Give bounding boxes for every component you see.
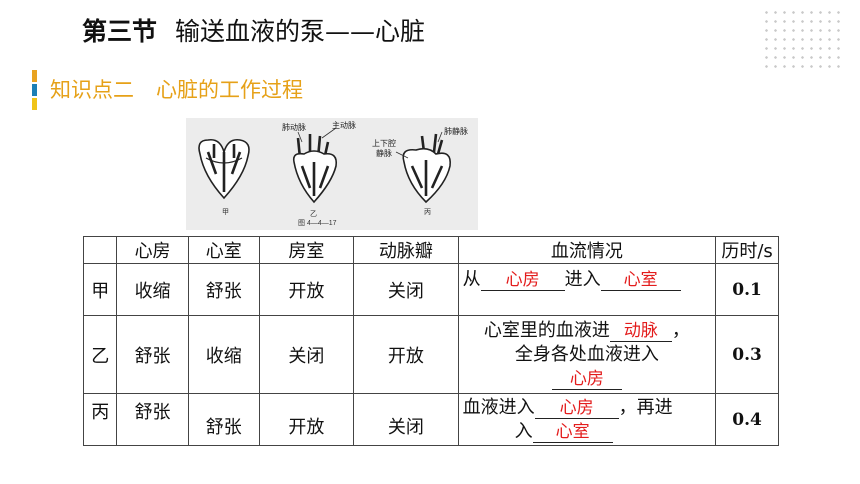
answer-blank: 心室 bbox=[600, 270, 681, 291]
flow-text: ， bbox=[671, 319, 690, 341]
label-vena-cava-line2: 静脉 bbox=[376, 148, 392, 158]
stage-cell: 丙 bbox=[82, 393, 118, 446]
knowledge-point-number: 知识点二 bbox=[50, 78, 134, 102]
arterial-valve-cell: 关闭 bbox=[353, 263, 459, 316]
av-valve-cell: 开放 bbox=[258, 393, 355, 446]
table-row: 乙 舒张 收缩 关闭 开放 心室里的血液进动脉， 全身各处血液进入 心房 0.3 bbox=[82, 315, 779, 394]
stage-cell: 甲 bbox=[82, 263, 118, 316]
duration-cell: 0.4 bbox=[715, 393, 779, 446]
heart-diagram-jia bbox=[198, 138, 250, 200]
duration-cell: 0.3 bbox=[715, 315, 779, 394]
header-cell: 历时/s bbox=[715, 236, 779, 264]
accent-bar-yellow bbox=[32, 98, 37, 110]
flow-text: 进入 bbox=[564, 269, 601, 290]
duration-cell: 0.1 bbox=[715, 263, 779, 316]
accent-bar-orange bbox=[32, 70, 37, 82]
answer-blank: 心室 bbox=[532, 422, 613, 443]
heart-diagram-yi bbox=[292, 134, 338, 204]
arterial-valve-cell: 开放 bbox=[353, 315, 459, 394]
ventricle-cell: 舒张 bbox=[187, 263, 260, 316]
label-pulmonary-vein: 肺静脉 bbox=[444, 126, 468, 136]
header-cell: 心室 bbox=[187, 236, 260, 264]
blood-flow-cell: 从心房进入心室 bbox=[457, 263, 717, 316]
label-bing: 丙 bbox=[424, 208, 431, 216]
label-jia: 甲 bbox=[222, 208, 229, 216]
label-aorta: 主动脉 bbox=[332, 120, 356, 130]
blood-flow-cell: 心室里的血液进动脉， 全身各处血液进入 心房 bbox=[457, 315, 717, 394]
dot-pattern-decoration bbox=[762, 8, 842, 68]
figure-caption: 图 4—4—17 bbox=[298, 219, 337, 227]
atrium-cell: 舒张 bbox=[116, 315, 189, 394]
header-cell: 房室 bbox=[258, 236, 355, 264]
heart-cycle-table: 心房 心室 房室 动脉瓣 血流情况 历时/s 甲 收缩 舒张 开放 关闭 从心房… bbox=[82, 236, 779, 446]
header-cell: 心房 bbox=[116, 236, 189, 264]
section-number: 第三节 bbox=[82, 17, 158, 46]
flow-text: 从 bbox=[462, 269, 481, 290]
page-title: 第三节 输送血液的泵——心脏 bbox=[82, 10, 425, 50]
atrium-cell: 舒张 bbox=[116, 393, 189, 446]
label-pulmonary-artery: 肺动脉 bbox=[282, 122, 306, 132]
stage-cell: 乙 bbox=[82, 315, 118, 394]
ventricle-cell: 舒张 bbox=[187, 393, 260, 446]
label-yi: 乙 bbox=[310, 210, 317, 218]
accent-bar-blue bbox=[32, 84, 37, 96]
flow-text: 心室里的血液进 bbox=[483, 319, 610, 341]
arterial-valve-cell: 关闭 bbox=[353, 393, 459, 446]
flow-text: 入 bbox=[514, 420, 533, 442]
table-row: 甲 收缩 舒张 开放 关闭 从心房进入心室 0.1 bbox=[82, 263, 779, 316]
flow-text: 全身各处血液进入 bbox=[514, 343, 659, 365]
answer-blank: 动脉 bbox=[609, 321, 672, 342]
header-cell bbox=[82, 236, 118, 264]
answer-blank: 心房 bbox=[551, 369, 622, 390]
header-cell: 动脉瓣 bbox=[353, 236, 459, 264]
ventricle-cell: 收缩 bbox=[187, 315, 260, 394]
heart-diagram-bing bbox=[402, 133, 452, 204]
knowledge-point-heading: 知识点二心脏的工作过程 bbox=[50, 74, 303, 104]
av-valve-cell: 开放 bbox=[258, 263, 355, 316]
blood-flow-cell: 血液进入心房，再进 入心室 bbox=[457, 393, 717, 446]
flow-text: 血液进入 bbox=[462, 396, 535, 418]
knowledge-point-title: 心脏的工作过程 bbox=[156, 78, 303, 102]
answer-blank: 心房 bbox=[534, 398, 619, 419]
header-cell: 血流情况 bbox=[457, 236, 717, 264]
table-row: 丙 舒张 舒张 开放 关闭 血液进入心房，再进 入心室 0.4 bbox=[82, 393, 779, 446]
atrium-cell: 收缩 bbox=[116, 263, 189, 316]
table-header-row: 心房 心室 房室 动脉瓣 血流情况 历时/s bbox=[82, 236, 779, 264]
flow-text: ，再进 bbox=[618, 396, 673, 418]
answer-blank: 心房 bbox=[480, 270, 565, 291]
av-valve-cell: 关闭 bbox=[258, 315, 355, 394]
label-vena-cava-line1: 上下腔 bbox=[372, 138, 396, 148]
section-title: 输送血液的泵——心脏 bbox=[175, 17, 426, 46]
heart-cycle-figure: 甲 肺动脉 主动脉 乙 图 4—4—17 上下腔 静脉 肺静脉 丙 bbox=[186, 118, 478, 230]
